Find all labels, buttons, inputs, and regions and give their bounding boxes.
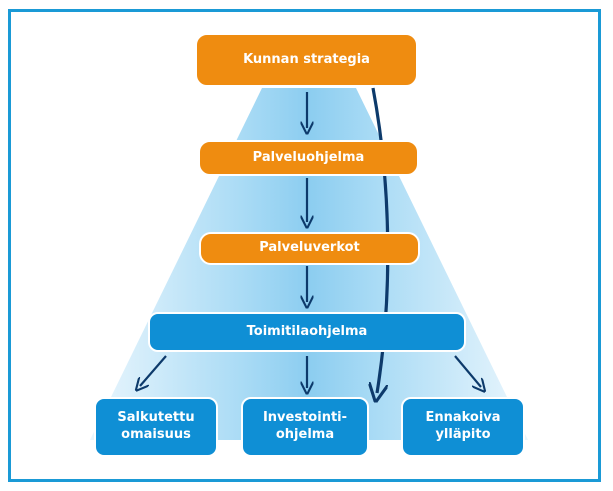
node-palveluverkot: Palveluverkot	[199, 232, 420, 265]
node-palveluohjelma-label: Palveluohjelma	[252, 149, 365, 165]
node-toimitilaohjelma-label: Toimitilaohjelma	[246, 323, 368, 339]
node-kunnan-strategia: Kunnan strategia	[195, 33, 418, 87]
node-kunnan-strategia-label: Kunnan strategia	[243, 51, 370, 67]
node-investointiohjelma: Investointi- ohjelma	[241, 397, 369, 457]
arrow-facility-to-assets	[140, 355, 167, 386]
node-salkutettu-omaisuus: Salkutettu omaisuus	[94, 397, 218, 457]
node-investointiohjelma-label: Investointi- ohjelma	[262, 410, 348, 442]
node-palveluverkot-label: Palveluverkot	[259, 240, 360, 256]
node-palveluohjelma: Palveluohjelma	[198, 140, 419, 176]
node-salkutettu-omaisuus-label: Salkutettu omaisuus	[117, 410, 195, 442]
node-ennakoiva-yllapito: Ennakoiva ylläpito	[401, 397, 525, 457]
node-toimitilaohjelma: Toimitilaohjelma	[148, 312, 466, 352]
node-ennakoiva-yllapito-label: Ennakoiva ylläpito	[425, 410, 501, 442]
arrow-facility-to-maintenance	[454, 355, 481, 387]
